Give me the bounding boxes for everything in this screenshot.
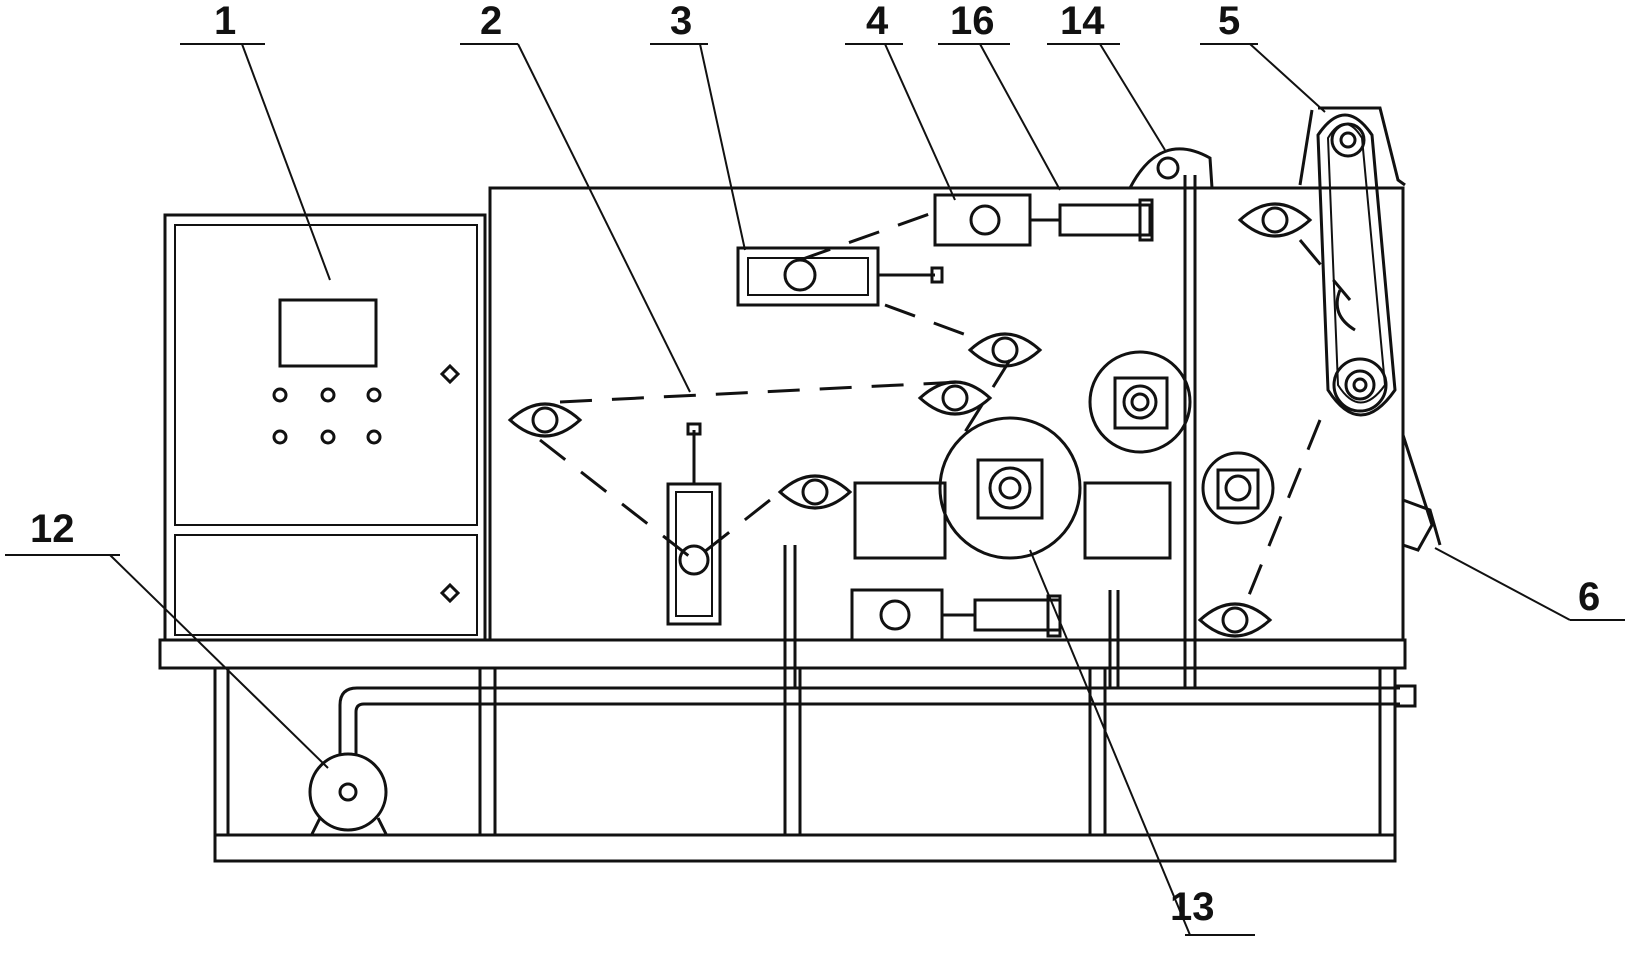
callout-12: 12 (5, 507, 329, 769)
svg-text:14: 14 (1060, 0, 1105, 43)
main-body (488, 186, 1405, 642)
callout-13: 13 (1029, 549, 1255, 936)
svg-text:4: 4 (866, 0, 889, 43)
base-frame (158, 638, 1407, 863)
callout-2: 2 (460, 0, 691, 393)
button-panel (272, 387, 382, 445)
svg-text:16: 16 (950, 0, 995, 43)
svg-text:3: 3 (670, 0, 692, 43)
callout-3: 3 (650, 0, 746, 251)
svg-text:12: 12 (30, 507, 75, 551)
svg-text:5: 5 (1218, 0, 1240, 43)
svg-text:6: 6 (1578, 575, 1600, 619)
tank-rollers (507, 147, 1313, 688)
display-screen (278, 298, 378, 368)
pump (308, 684, 1417, 835)
callout-14: 14 (1047, 0, 1166, 151)
svg-text:1: 1 (214, 0, 236, 43)
drive-belt (1298, 106, 1442, 552)
callout-6: 6 (1434, 547, 1625, 621)
svg-text:13: 13 (1170, 885, 1215, 929)
callouts: 1 2 3 4 16 14 5 (5, 0, 1625, 936)
control-cabinet (163, 213, 487, 642)
callout-5: 5 (1200, 0, 1326, 113)
callout-16: 16 (938, 0, 1061, 191)
fabric-path (539, 210, 1352, 606)
callout-4: 4 (845, 0, 956, 201)
svg-text:2: 2 (480, 0, 502, 43)
callout-1: 1 (180, 0, 331, 281)
